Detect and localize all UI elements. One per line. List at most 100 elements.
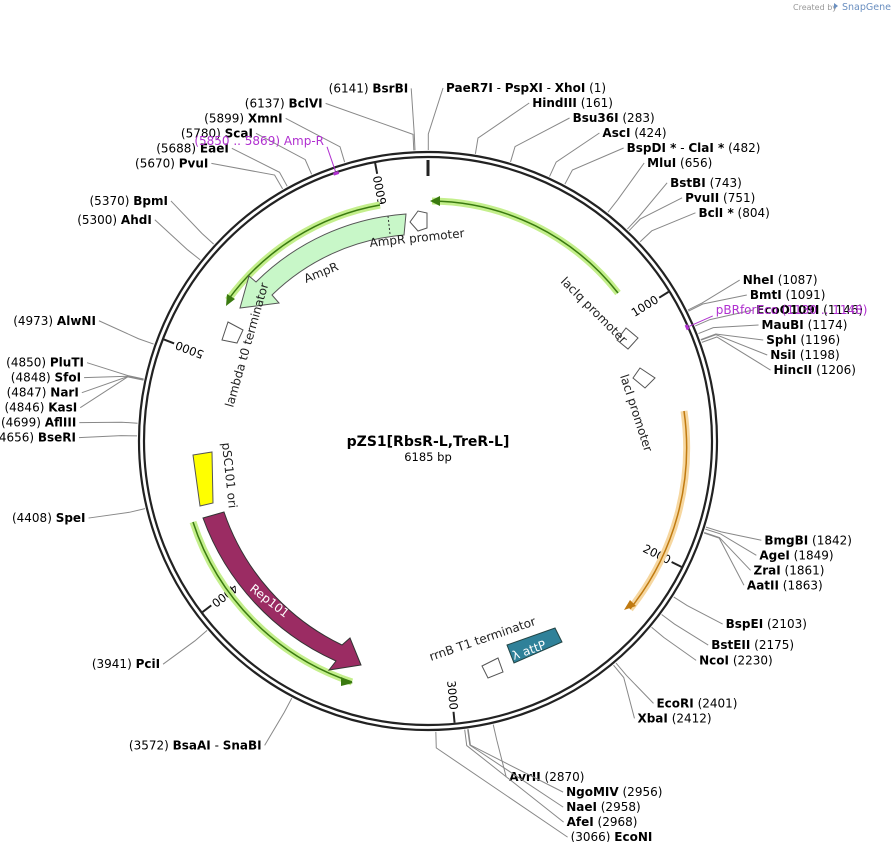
restriction-site-label[interactable]: ZraI (1861) [754,563,825,577]
restriction-site-label[interactable]: (4973) AlwNI [13,314,96,328]
backbone-outer [137,150,719,732]
site-leader-line [86,362,144,380]
site-leader-line [607,162,645,213]
restriction-site-label[interactable]: EcoRI (2401) [656,696,737,710]
tick-mark [163,338,175,345]
restriction-site-label[interactable]: BmgBI (1842) [764,533,852,547]
restriction-site-label[interactable]: AgeI (1849) [759,548,833,562]
restriction-site-label[interactable]: NaeI (2958) [566,800,640,814]
restriction-site-label[interactable]: NsiI (1198) [770,348,839,362]
restriction-site-label[interactable]: HindIII (161) [532,96,613,110]
lambda-t0-terminator-arrow[interactable] [221,321,244,344]
restriction-site-label[interactable]: (4699) AflIII [1,416,76,430]
site-leader-line [704,531,751,571]
rrnb-t1-terminator-arrow[interactable] [481,657,504,679]
site-leader-line [264,697,293,746]
primer-label[interactable]: pBRforEco (1130 .. 1148) [716,303,868,317]
tick-mark [658,291,670,299]
ampr-gene[interactable] [239,213,407,309]
restriction-site-label[interactable]: AatII (1863) [747,578,823,592]
credit-prefix: Created by [793,3,837,12]
restriction-site-label[interactable]: MauBI (1174) [762,318,848,332]
restriction-site-label[interactable]: (3941) PciI [92,657,160,671]
restriction-site-label[interactable]: HincII (1206) [774,363,856,377]
site-leader-line [510,117,570,163]
primers: pBRforEco (1130 .. 1148) (5850 .. 5869) A… [194,134,868,331]
restriction-site-label[interactable]: (5370) BpmI [90,194,168,208]
restriction-site-label[interactable]: AfeI (2968) [567,815,638,829]
site-leader-line [564,147,624,185]
restriction-site-label[interactable]: (6141) BsrBI [329,81,409,95]
site-leader-line [673,596,723,625]
site-leader-line [695,309,754,327]
primer-mark[interactable] [333,171,340,176]
laci-promoter-arrow[interactable] [632,367,656,389]
backbone-inner [142,155,714,727]
site-leader-line [464,729,564,823]
restriction-site-label[interactable]: BspEI (2103) [726,617,807,631]
restriction-site-label[interactable]: AscI (424) [602,126,666,140]
site-leader-line [549,132,600,177]
site-leader-line [255,132,313,175]
site-leader-line [705,526,762,541]
restriction-site-label[interactable]: BspDI * - ClaI * (482) [627,141,761,155]
restriction-site-label[interactable]: (5899) XmnI [204,111,282,125]
site-leader-line [661,614,709,646]
restriction-site-label[interactable]: BclI * (804) [698,206,769,220]
restriction-site-label[interactable]: (4408) SpeI [12,511,86,525]
restriction-site-label[interactable]: (5670) PvuI [135,156,208,170]
site-leader-line [701,336,771,371]
tick-mark [201,604,212,613]
restriction-site-label[interactable]: NgoMIV (2956) [566,785,662,799]
laciq-promoter-arrow[interactable] [616,327,639,350]
psc101-ori-label: pSC101 ori [219,442,240,509]
restriction-site-label[interactable]: EcoO109I (1146) [756,303,863,317]
laci-promoter-label: lacI promoter [617,373,655,454]
restriction-site-label[interactable]: (6137) BclVI [245,96,323,110]
restriction-site-label[interactable]: PvuII (751) [685,191,755,205]
site-leader-line [154,219,201,261]
restriction-site-label[interactable]: AvrII (2870) [509,770,584,784]
site-leader-line [705,528,757,556]
restriction-site-label[interactable]: (5780) ScaI [181,126,253,140]
restriction-site-label[interactable]: (5300) AhdI [77,213,152,227]
restriction-site-label[interactable]: (4656) BseRI [0,431,76,445]
restriction-site-label[interactable]: Bsu36I (283) [573,111,655,125]
site-leader-line [98,320,154,345]
restriction-site-label[interactable]: (4850) PluTI [6,356,84,370]
restriction-site-label[interactable]: NheI (1087) [743,273,818,287]
restriction-site-label[interactable]: NcoI (2230) [699,653,773,667]
site-leader-line [78,435,138,439]
site-leader-line [79,421,138,424]
restriction-site-label[interactable]: PaeR7I - PspXI - XhoI (1) [446,81,606,95]
restriction-site-label[interactable]: SphI (1196) [766,333,840,347]
tick-mark [452,711,456,723]
lower-arc-line [192,521,353,683]
site-leader-line [651,626,697,661]
rep101-gene[interactable] [202,511,362,671]
restriction-site-label[interactable]: (4847) NarI [7,386,79,400]
ampr-promoter-arrow[interactable] [409,210,428,232]
restriction-site-label[interactable]: BstEII (2175) [711,638,794,652]
restriction-site-label[interactable]: (5688) EaeI [156,141,229,155]
restriction-site-label[interactable]: (3066) EcoNI [571,830,653,842]
lacIq-arc-line [431,200,619,294]
site-leader-line [162,630,208,665]
psc101-ori-feature[interactable] [192,451,214,507]
primer-mark[interactable] [684,324,690,331]
restriction-site-label[interactable]: MluI (656) [647,156,712,170]
primer-label[interactable]: (5850 .. 5869) Amp-R [194,134,324,148]
restriction-site-label[interactable]: XbaI (2412) [637,711,711,725]
tick-label: 1000 [629,292,661,319]
restriction-site-label[interactable]: (4848) SfoI [11,371,81,385]
site-leader-line [211,162,284,190]
restriction-site-label[interactable]: BmtI (1091) [750,288,826,302]
restriction-site-label[interactable]: (4846) KasI [4,401,77,415]
lambda-attp-feature[interactable] [506,627,563,664]
site-leader-line [700,334,768,356]
restriction-site-label[interactable]: BstBI (743) [670,176,742,190]
credit-brand: SnapGene [842,2,891,13]
upper-left-arc-arrow-icon [226,294,235,306]
restriction-site-label[interactable]: (3572) BsaAI - SnaBI [129,738,262,752]
